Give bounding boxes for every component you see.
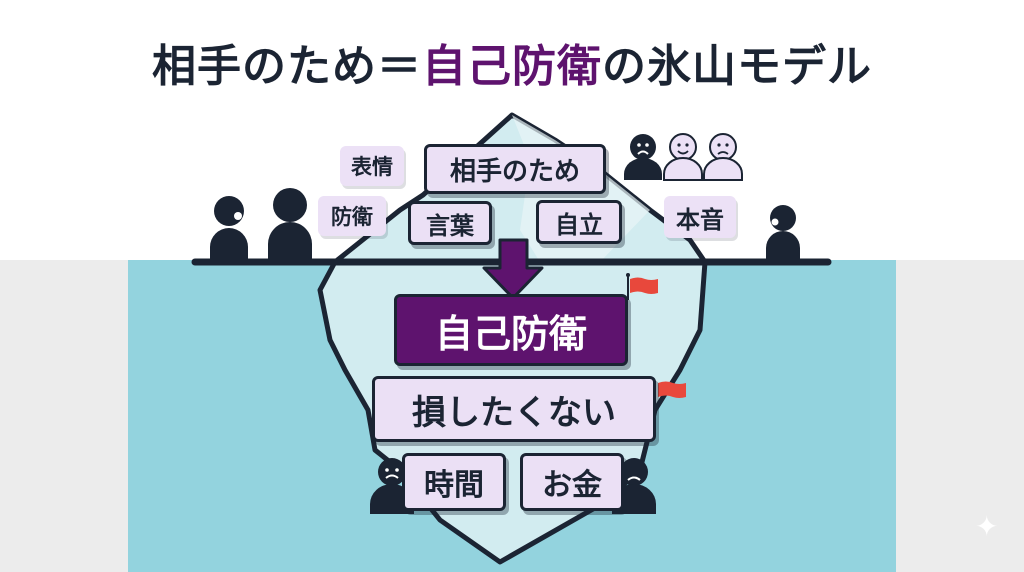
person-smile-icon bbox=[663, 133, 703, 181]
person-sad-icon bbox=[624, 134, 662, 180]
label-son-shitakunai: 損したくない bbox=[372, 376, 656, 442]
label-honne: 本音 bbox=[664, 196, 736, 238]
red-flag-icon bbox=[626, 273, 658, 300]
sparkle-icon: ✦ bbox=[975, 510, 999, 543]
label-hyojo: 表情 bbox=[340, 146, 404, 186]
red-flag-icon bbox=[658, 381, 686, 398]
down-arrow-icon bbox=[482, 238, 544, 300]
page-title: 相手のため＝自己防衛の氷山モデル bbox=[0, 30, 1024, 94]
label-bouei: 防衛 bbox=[318, 196, 386, 236]
label-jiritsu: 自立 bbox=[536, 200, 622, 244]
person-talking-icon bbox=[210, 196, 248, 262]
label-jiko-bouei: 自己防衛 bbox=[394, 294, 628, 366]
label-okane: お金 bbox=[520, 453, 624, 511]
label-kotoba: 言葉 bbox=[408, 201, 492, 245]
label-jikan: 時間 bbox=[402, 453, 506, 511]
person-talking-icon bbox=[766, 205, 800, 262]
person-frown-icon bbox=[703, 133, 743, 181]
title-suffix: の氷山モデル bbox=[602, 41, 872, 92]
title-accent: 自己防衛 bbox=[422, 41, 602, 92]
person-icon bbox=[268, 188, 312, 262]
label-aite-no-tame: 相手のため bbox=[424, 144, 606, 194]
title-prefix: 相手のため＝ bbox=[152, 41, 422, 92]
